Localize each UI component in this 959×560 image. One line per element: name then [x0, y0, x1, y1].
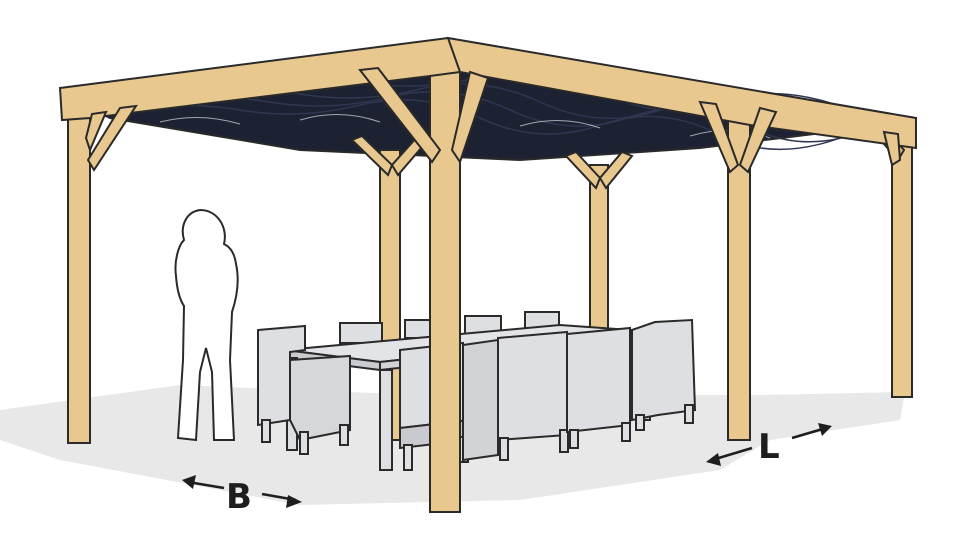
beam-front-length — [446, 36, 917, 150]
front-left-post — [67, 97, 91, 444]
front-braces — [84, 66, 902, 174]
dimension-length: L — [706, 423, 832, 467]
post-back-right — [891, 134, 913, 398]
dining-set — [257, 311, 697, 471]
dimension-width: B — [182, 475, 302, 517]
length-label: L — [758, 427, 780, 467]
chair-right-end — [631, 318, 697, 431]
chair-left-end — [257, 324, 351, 455]
front-corner-post — [429, 41, 461, 513]
chair-front-2 — [462, 330, 569, 462]
chair-front-3 — [566, 326, 631, 449]
beams — [58, 36, 917, 150]
person-silhouette — [174, 208, 239, 442]
chair-back-1 — [339, 322, 383, 344]
width-label: B — [226, 477, 252, 517]
